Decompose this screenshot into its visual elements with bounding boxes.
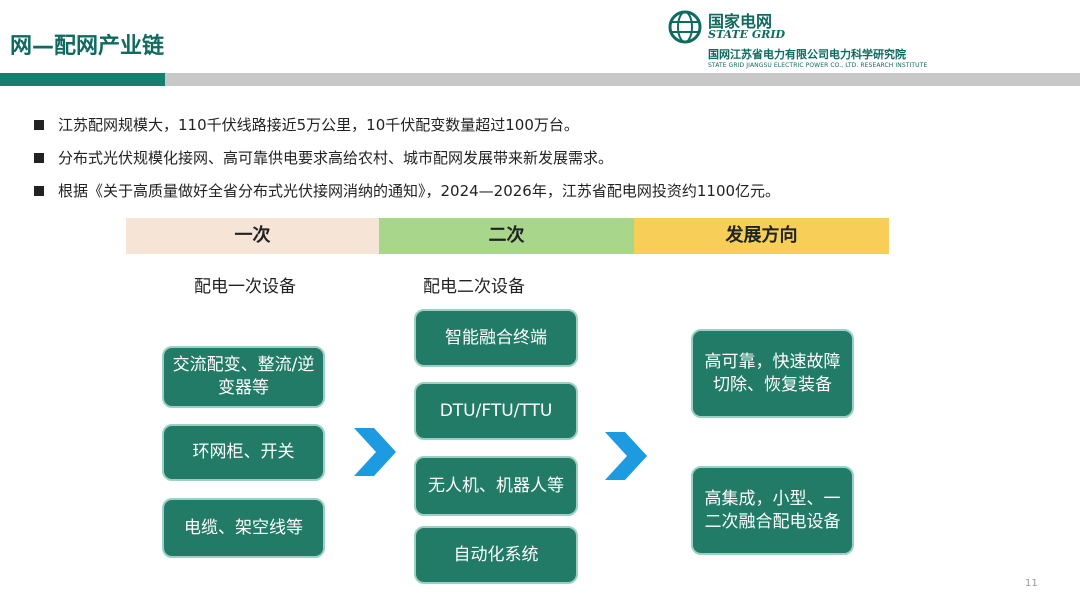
secondary-item-drone: 无人机、机器人等 — [414, 456, 578, 516]
logo-name-en: STATE GRID — [708, 28, 786, 41]
bullet-list: 江苏配网规模大，110千伏线路接近5万公里，10千伏配变数量超过100万台。 分… — [34, 112, 780, 211]
chevron-right-icon — [605, 432, 647, 480]
primary-item-cable: 电缆、架空线等 — [162, 498, 325, 558]
primary-item-transformer: 交流配变、整流/逆变器等 — [162, 346, 325, 408]
column-header-primary: 一次 — [126, 218, 379, 254]
column-header-secondary: 二次 — [379, 218, 634, 254]
bullet-square-icon — [34, 120, 44, 130]
header-accent-bar — [0, 73, 165, 86]
bullet-text: 根据《关于高质量做好全省分布式光伏接网消纳的通知》，2024—2026年，江苏省… — [58, 182, 781, 200]
logo-name-cn: 国家电网 — [708, 12, 773, 31]
bullet-square-icon — [34, 153, 44, 163]
bullet-text: 江苏配网规模大，110千伏线路接近5万公里，10千伏配变数量超过100万台。 — [58, 116, 579, 134]
bullet-item: 江苏配网规模大，110千伏线路接近5万公里，10千伏配变数量超过100万台。 — [34, 112, 780, 145]
header-divider-bar — [165, 73, 1080, 86]
state-grid-logo: 国家电网 STATE GRID 国网江苏省电力有限公司电力科学研究院 STATE… — [668, 8, 958, 72]
column-header-direction: 发展方向 — [634, 218, 889, 254]
bullet-square-icon — [34, 186, 44, 196]
page-number: 11 — [1025, 578, 1038, 589]
bullet-item: 分布式光伏规模化接网、高可靠供电要求高给农村、城市配网发展带来新发展需求。 — [34, 145, 780, 178]
chevron-right-icon — [354, 428, 396, 476]
logo-institute-en: STATE GRID JIANGSU ELECTRIC POWER CO., L… — [708, 62, 928, 69]
secondary-item-terminal: 智能融合终端 — [414, 309, 578, 367]
bullet-text: 分布式光伏规模化接网、高可靠供电要求高给农村、城市配网发展带来新发展需求。 — [58, 149, 614, 167]
bullet-item: 根据《关于高质量做好全省分布式光伏接网消纳的通知》，2024—2026年，江苏省… — [34, 178, 780, 211]
direction-item-integration: 高集成，小型、一二次融合配电设备 — [691, 466, 854, 555]
page-title: 网—配网产业链 — [10, 34, 165, 59]
subtitle-primary-equipment: 配电一次设备 — [194, 277, 296, 297]
globe-icon — [668, 10, 702, 44]
logo-institute-cn: 国网江苏省电力有限公司电力科学研究院 — [708, 48, 906, 61]
subtitle-secondary-equipment: 配电二次设备 — [423, 277, 525, 297]
secondary-item-automation: 自动化系统 — [414, 526, 578, 584]
secondary-item-dtu: DTU/FTU/TTU — [414, 382, 578, 440]
primary-item-switchgear: 环网柜、开关 — [162, 424, 325, 481]
direction-item-reliability: 高可靠，快速故障切除、恢复装备 — [691, 329, 854, 418]
